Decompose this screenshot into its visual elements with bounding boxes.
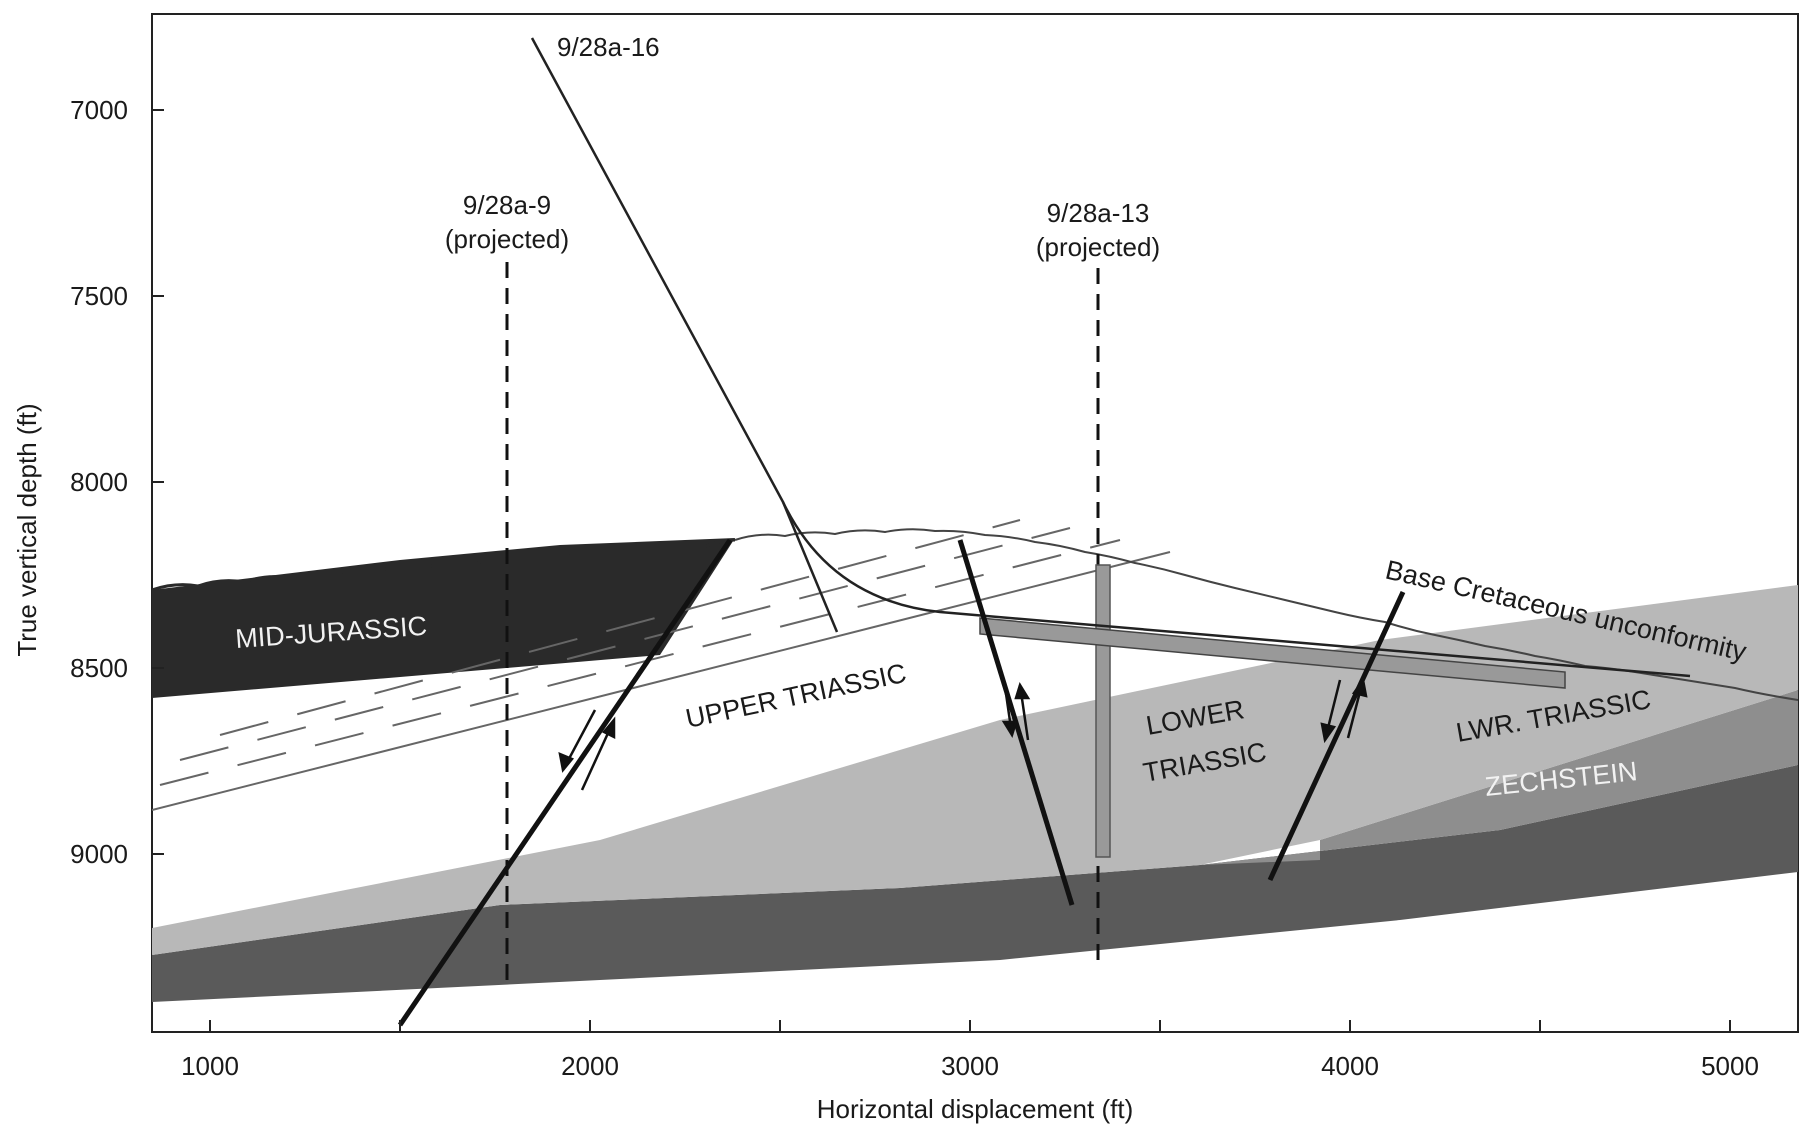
mid-jurassic-top-wave — [152, 538, 736, 592]
well-label-9-28a-16: 9/28a-16 — [557, 32, 660, 62]
x-tick-label-2000: 2000 — [561, 1051, 619, 1081]
lwr-triassic-layer — [1200, 690, 1798, 865]
y-tick-label-7500: 7500 — [70, 281, 128, 311]
well-9-28a-13-core — [1095, 564, 1111, 858]
fault-arrows — [558, 676, 1368, 791]
well-label-9-28a-9: 9/28a-9 — [463, 190, 551, 220]
y-tick-label-9000: 9000 — [70, 839, 128, 869]
x-axis-title: Horizontal displacement (ft) — [817, 1094, 1133, 1124]
well-9-28a-16-track — [530, 37, 1691, 678]
zechstein-layer — [152, 765, 1798, 1002]
well-note-9-28a-13: (projected) — [1036, 232, 1160, 262]
sidetrack-bar — [979, 617, 1566, 689]
y-tick-label-8000: 8000 — [70, 467, 128, 497]
lower-triassic-layer — [152, 585, 1798, 955]
mid-jurassic-layer — [152, 538, 735, 698]
x-tick-label-1000: 1000 — [181, 1051, 239, 1081]
well-9-28a-16-branch — [781, 501, 839, 633]
x-tick-label-3000: 3000 — [941, 1051, 999, 1081]
well-label-9-28a-13: 9/28a-13 — [1047, 198, 1150, 228]
bedding-lines — [152, 519, 1171, 811]
y-axis-title: True vertical depth (ft) — [12, 403, 42, 656]
y-tick-label-8500: 8500 — [70, 653, 128, 683]
x-axis-ticks — [209, 1020, 1731, 1032]
y-tick-label-7000: 7000 — [70, 95, 128, 125]
y-axis-ticks — [152, 109, 164, 855]
well-note-9-28a-9: (projected) — [445, 224, 569, 254]
x-tick-label-4000: 4000 — [1321, 1051, 1379, 1081]
x-tick-label-5000: 5000 — [1701, 1051, 1759, 1081]
